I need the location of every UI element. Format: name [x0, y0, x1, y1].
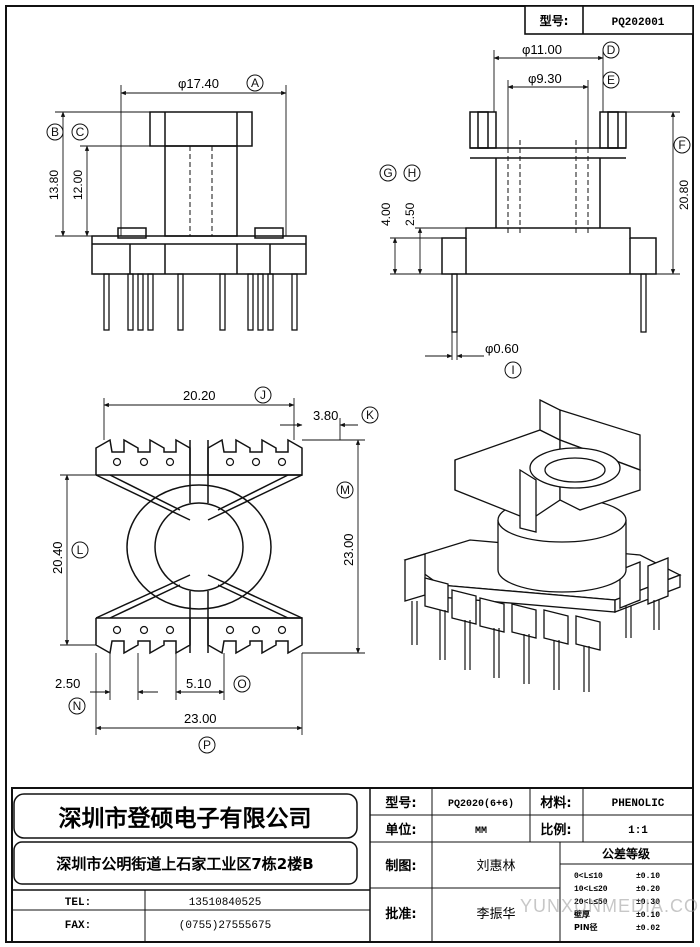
approved-label: 批准: [385, 906, 416, 922]
svg-text:J: J [260, 388, 266, 402]
dim-G-text: 4.00 [379, 202, 393, 226]
material-label: 材料: [540, 795, 571, 811]
watermark: YUNXUNMEDIA.COM [520, 896, 700, 916]
dim-L-text: 20.40 [50, 541, 65, 574]
dim-P-text: 23.00 [184, 711, 217, 726]
dim-F-text: 20.80 [677, 180, 691, 210]
tolerance-range-1: 0<L≤10 [574, 872, 603, 881]
callout-I: I [504, 361, 522, 379]
dim-D-text: φ11.00 [522, 42, 562, 57]
tolerance-range-2: 10<L≤20 [574, 885, 608, 894]
callout-J: J [254, 386, 272, 404]
tolerance-value-3: ±0.30 [636, 898, 660, 907]
svg-text:H: H [408, 166, 417, 180]
dim-H-text: 2.50 [403, 202, 417, 226]
callout-A: A [246, 74, 264, 92]
svg-text:A: A [251, 76, 259, 90]
model-label: 型号: [385, 795, 416, 811]
dim-C-text: 12.00 [71, 170, 85, 200]
scale-label: 比例: [540, 822, 571, 838]
tolerance-value-1: ±0.10 [636, 872, 660, 881]
drawn-label: 制图: [385, 858, 416, 874]
dim-M-text: 23.00 [341, 533, 356, 566]
tolerance-range-4: 壁厚 [574, 909, 590, 919]
callout-O: O [233, 675, 251, 693]
callout-M: M [336, 481, 354, 499]
callout-G: G [379, 164, 397, 182]
callout-L: L [71, 541, 89, 559]
tolerance-value-4: ±0.10 [636, 911, 660, 920]
tolerance-value-5: ±0.02 [636, 924, 660, 933]
callout-D: D [602, 41, 620, 59]
header-model-value: PQ202001 [612, 17, 665, 29]
front-pins [103, 273, 298, 331]
top-view [60, 398, 365, 735]
approved-value: 李振华 [476, 907, 515, 922]
unit-label: 单位: [385, 822, 416, 838]
header-model-label: 型号: [540, 13, 569, 28]
svg-text:N: N [73, 699, 82, 713]
header-model-box: 型号: PQ202001 [524, 5, 694, 35]
callout-C: C [71, 123, 89, 141]
dim-E-text: φ9.30 [528, 71, 562, 86]
dim-O-text: 5.10 [186, 676, 211, 691]
svg-text:D: D [607, 43, 616, 57]
dim-N-text: 2.50 [55, 676, 80, 691]
callout-E: E [602, 71, 620, 89]
svg-text:M: M [340, 483, 350, 497]
front-view [55, 85, 307, 331]
callout-B: B [46, 123, 64, 141]
svg-text:E: E [607, 73, 615, 87]
isometric-view [403, 398, 682, 692]
model-value: PQ2020(6+6) [448, 798, 514, 810]
callout-circles: A B C D E F G H I J K L M N O P [46, 41, 691, 754]
dim-B-text: 13.80 [47, 170, 61, 200]
company-name: 深圳市登硕电子有限公司 [59, 805, 312, 832]
dim-A-text: φ17.40 [178, 76, 219, 91]
callout-P: P [198, 736, 216, 754]
svg-text:P: P [203, 738, 211, 752]
fax-value: (0755)27555675 [179, 920, 271, 932]
svg-text:C: C [76, 125, 85, 139]
callout-N: N [68, 697, 86, 715]
side-view [390, 50, 680, 360]
tolerance-range-5: PIN径 [574, 922, 598, 932]
tel-value: 13510840525 [189, 897, 262, 909]
callout-F: F [673, 136, 691, 154]
callout-K: K [361, 406, 379, 424]
dim-J-text: 20.20 [183, 388, 216, 403]
svg-text:O: O [237, 677, 246, 691]
dim-K-text: 3.80 [313, 408, 338, 423]
svg-text:B: B [51, 125, 59, 139]
dim-I-text: φ0.60 [485, 341, 519, 356]
callout-H: H [403, 164, 421, 182]
tel-label: TEL: [65, 897, 91, 909]
drawn-value: 刘惠林 [476, 859, 515, 874]
tolerance-range-3: 20<L≤50 [574, 898, 608, 907]
svg-text:G: G [383, 166, 392, 180]
scale-value: 1:1 [628, 825, 648, 837]
svg-text:L: L [77, 543, 84, 557]
tolerance-table: 0<L≤10 ±0.10 10<L≤20 ±0.20 20<L≤50 ±0.30… [574, 872, 660, 933]
fax-label: FAX: [65, 920, 91, 932]
tolerance-title: 公差等级 [602, 846, 650, 861]
svg-text:K: K [366, 408, 374, 422]
unit-value: MM [475, 826, 487, 837]
company-address: 深圳市公明街道上石家工业区7栋2楼B [56, 855, 313, 873]
title-block: 深圳市登硕电子有限公司 深圳市公明街道上石家工业区7栋2楼B TEL: 1351… [11, 787, 700, 943]
tolerance-value-2: ±0.20 [636, 885, 660, 894]
material-value: PHENOLIC [612, 798, 665, 810]
svg-text:I: I [511, 363, 514, 377]
svg-text:F: F [678, 138, 685, 152]
